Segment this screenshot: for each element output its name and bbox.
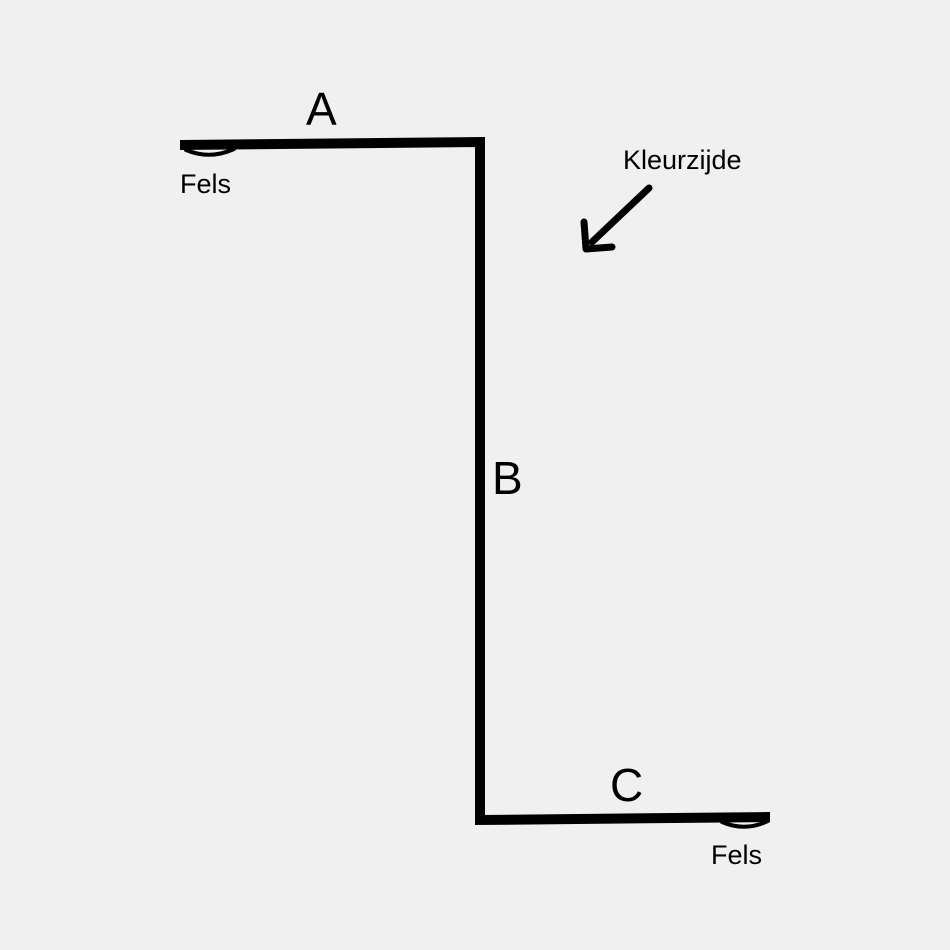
profile-line <box>179 136 771 826</box>
segment-label-c: C <box>610 759 644 811</box>
hem-label-top: Fels <box>180 169 232 199</box>
color-side-arrow-icon <box>580 184 653 253</box>
hem-bottom-curl <box>720 819 770 829</box>
segment-label-a: A <box>306 83 337 135</box>
hem-top-curl <box>184 147 236 157</box>
hem-label-bottom: Fels <box>711 840 763 870</box>
segment-label-b: B <box>492 452 523 504</box>
color-side-label: Kleurzijde <box>623 145 742 175</box>
